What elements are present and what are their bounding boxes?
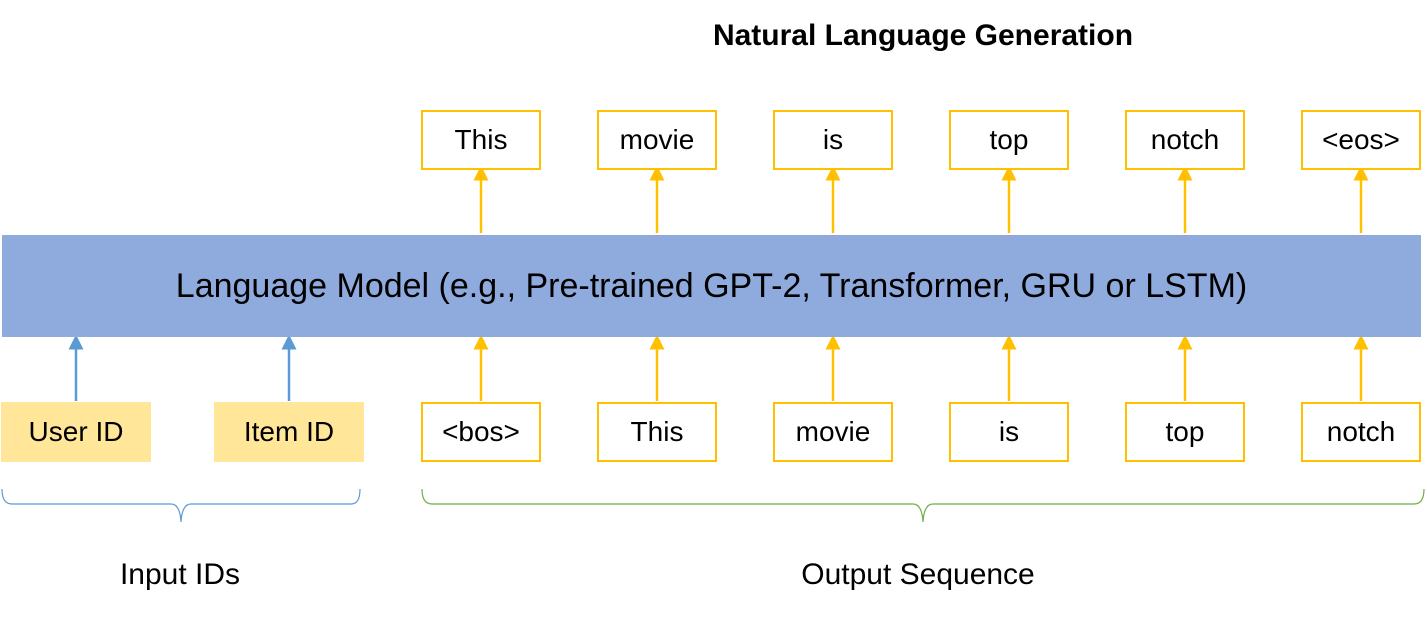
generated-token-box: top (949, 110, 1069, 170)
generated-token-box: is (773, 110, 893, 170)
output-sequence-brace (421, 488, 1425, 523)
input-ids-label: Input IDs (119, 558, 241, 591)
output-sequence-label: Output Sequence (801, 558, 1035, 591)
item-id-box: Item ID (214, 402, 364, 462)
generated-token-box: This (421, 110, 541, 170)
language-model-block: Language Model (e.g., Pre-trained GPT-2,… (2, 235, 1421, 337)
diagram-title: Natural Language Generation (712, 19, 1134, 52)
user-id-box: User ID (1, 402, 151, 462)
input-ids-brace (1, 488, 361, 523)
input-token-box: notch (1301, 402, 1421, 462)
generated-token-box: <eos> (1301, 110, 1421, 170)
input-token-box: This (597, 402, 717, 462)
generated-token-box: notch (1125, 110, 1245, 170)
input-token-box: is (949, 402, 1069, 462)
generated-token-box: movie (597, 110, 717, 170)
input-token-box: <bos> (421, 402, 541, 462)
input-token-box: top (1125, 402, 1245, 462)
input-token-box: movie (773, 402, 893, 462)
